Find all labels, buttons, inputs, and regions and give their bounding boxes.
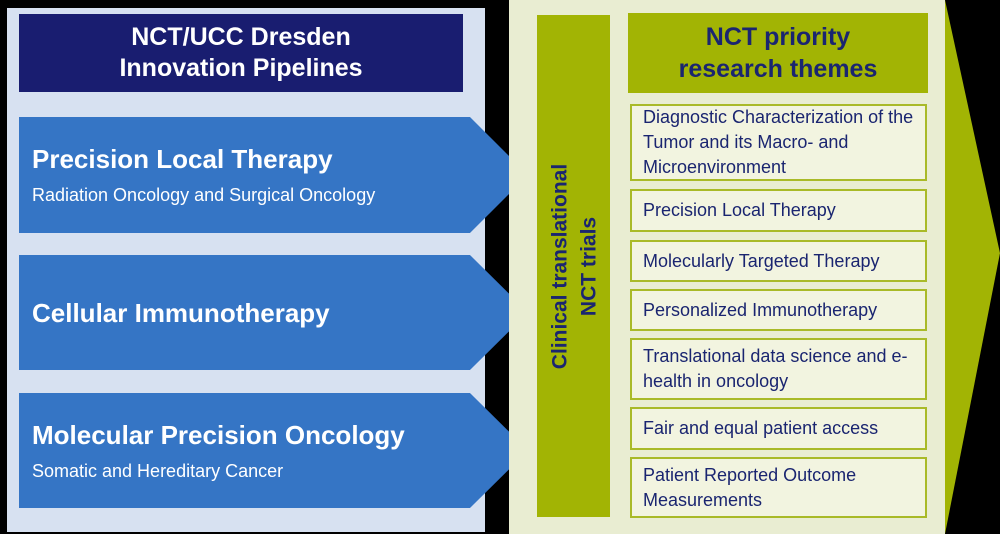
theme-item-label: Translational data science and e-health … [643,346,908,391]
clinical-trials-line1: Clinical translational [547,163,571,369]
theme-item-label: Fair and equal patient access [643,418,879,438]
pipeline-title: Precision Local Therapy [32,144,333,174]
pipeline-arrow-cellular-immunotherapy: Cellular Immunotherapy [19,255,528,370]
theme-item: Fair and equal patient access [630,407,927,450]
pipeline-subtitle: Radiation Oncology and Surgical Oncology [32,185,376,205]
theme-item-label: Diagnostic Characterization of the Tumor… [643,107,914,177]
page-title-line1: NCT/UCC Dresden [131,23,351,51]
themes-header: NCT priority research themes [628,13,928,93]
theme-item-label: Precision Local Therapy [643,200,836,220]
theme-item: Personalized Immunotherapy [630,289,927,331]
theme-item-label: Patient Reported Outcome Measurements [643,464,857,510]
page-title-line2: Innovation Pipelines [119,54,363,82]
pipeline-title: Molecular Precision Oncology [32,419,405,450]
theme-item: Translational data science and e-health … [630,338,927,400]
clinical-trials-bar: Clinical translational NCT trials [537,15,610,517]
themes-header-line1: NCT priority [705,23,851,51]
theme-item: Diagnostic Characterization of the Tumor… [630,104,927,181]
theme-item: Molecularly Targeted Therapy [630,240,927,282]
theme-item: Patient Reported Outcome Measurements [630,457,927,518]
theme-item-label: Molecularly Targeted Therapy [643,250,880,271]
big-arrow-head-icon [945,0,1000,534]
clinical-trials-line2: NCT trials [576,216,600,316]
theme-item-label: Personalized Immunotherapy [643,299,878,320]
page-title: NCT/UCC Dresden Innovation Pipelines [19,14,463,92]
pipeline-title: Cellular Immunotherapy [32,297,330,328]
pipeline-arrow-precision-local-therapy: Precision Local Therapy Radiation Oncolo… [19,117,528,233]
pipeline-arrow-molecular-precision-oncology: Molecular Precision Oncology Somatic and… [19,393,528,508]
themes-header-line2: research themes [678,55,878,83]
theme-item: Precision Local Therapy [630,189,927,232]
clinical-trials-bar-label: Clinical translational NCT trials [537,15,610,517]
pipeline-subtitle: Somatic and Hereditary Cancer [32,460,284,481]
